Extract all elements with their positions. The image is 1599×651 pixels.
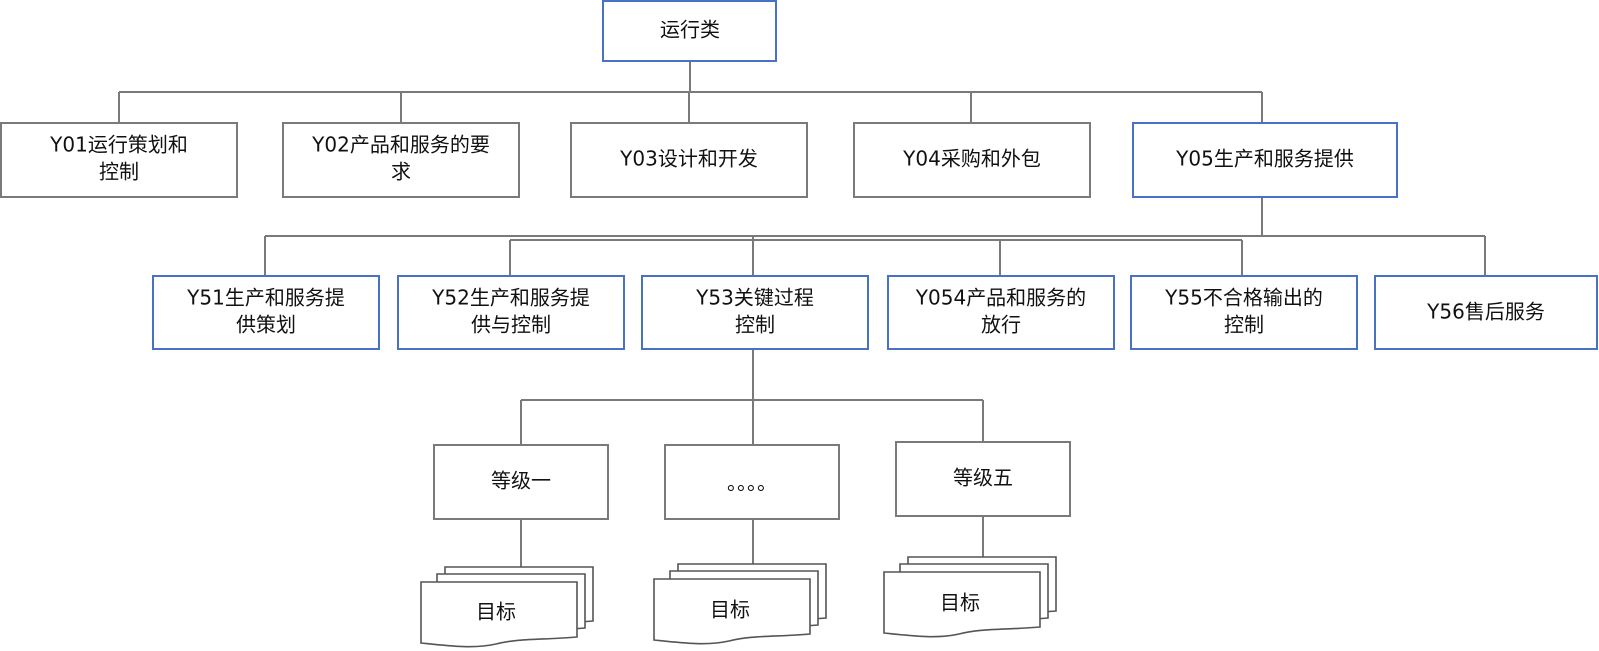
node-y05-label-0: Y05生产和服务提供: [1175, 147, 1354, 171]
node-y02-label-0: Y02产品和服务的要: [311, 133, 490, 157]
node-y52-label-1: 供与控制: [471, 313, 551, 337]
document-stack-3: 目标: [883, 556, 1057, 638]
node-grade5: 等级五: [895, 441, 1071, 517]
node-y53: Y53关键过程 控制: [641, 275, 869, 350]
document-stack-1: 目标: [420, 566, 594, 648]
node-y01-label-0: Y01运行策划和: [49, 133, 188, 157]
node-y55-label-0: Y55不合格输出的: [1164, 286, 1323, 310]
node-y02: Y02产品和服务的要 求: [282, 122, 520, 198]
node-grade5-label-0: 等级五: [953, 466, 1013, 490]
node-y04-label-0: Y04采购和外包: [902, 147, 1041, 171]
node-y01: Y01运行策划和 控制: [0, 122, 238, 198]
node-y51: Y51生产和服务提 供策划: [152, 275, 380, 350]
node-y56-label-0: Y56售后服务: [1426, 300, 1545, 324]
node-y53-label-1: 控制: [735, 313, 775, 337]
node-root-label-0: 运行类: [660, 18, 720, 42]
node-y054-label-1: 放行: [981, 313, 1021, 337]
node-y05: Y05生产和服务提供: [1132, 122, 1398, 198]
node-ellipsis-label-0: 。。。。: [727, 471, 777, 495]
document-1-label: 目标: [476, 600, 516, 624]
connectors: [118, 61, 1486, 567]
node-y52: Y52生产和服务提 供与控制: [397, 275, 625, 350]
document-3-label: 目标: [940, 591, 980, 615]
node-grade1-label-0: 等级一: [491, 469, 551, 493]
node-y53-label-0: Y53关键过程: [695, 286, 814, 310]
node-grade1: 等级一: [433, 444, 609, 520]
node-root: 运行类: [602, 0, 777, 62]
node-y04: Y04采购和外包: [853, 122, 1091, 198]
node-y054: Y054产品和服务的 放行: [887, 275, 1115, 350]
node-ellipsis: 。。。。: [664, 444, 840, 520]
node-y55-label-1: 控制: [1224, 313, 1264, 337]
node-y51-label-0: Y51生产和服务提: [186, 286, 345, 310]
document-stack-2: 目标: [653, 563, 827, 645]
node-y01-label-1: 控制: [99, 160, 139, 184]
node-y51-label-1: 供策划: [236, 313, 296, 337]
node-y03: Y03设计和开发: [570, 122, 808, 198]
document-2-label: 目标: [710, 598, 750, 622]
node-y55: Y55不合格输出的 控制: [1130, 275, 1358, 350]
node-y52-label-0: Y52生产和服务提: [431, 286, 590, 310]
node-y02-label-1: 求: [391, 160, 411, 184]
node-y56: Y56售后服务: [1374, 275, 1598, 350]
node-y03-label-0: Y03设计和开发: [619, 147, 758, 171]
node-y054-label-0: Y054产品和服务的: [915, 286, 1086, 310]
